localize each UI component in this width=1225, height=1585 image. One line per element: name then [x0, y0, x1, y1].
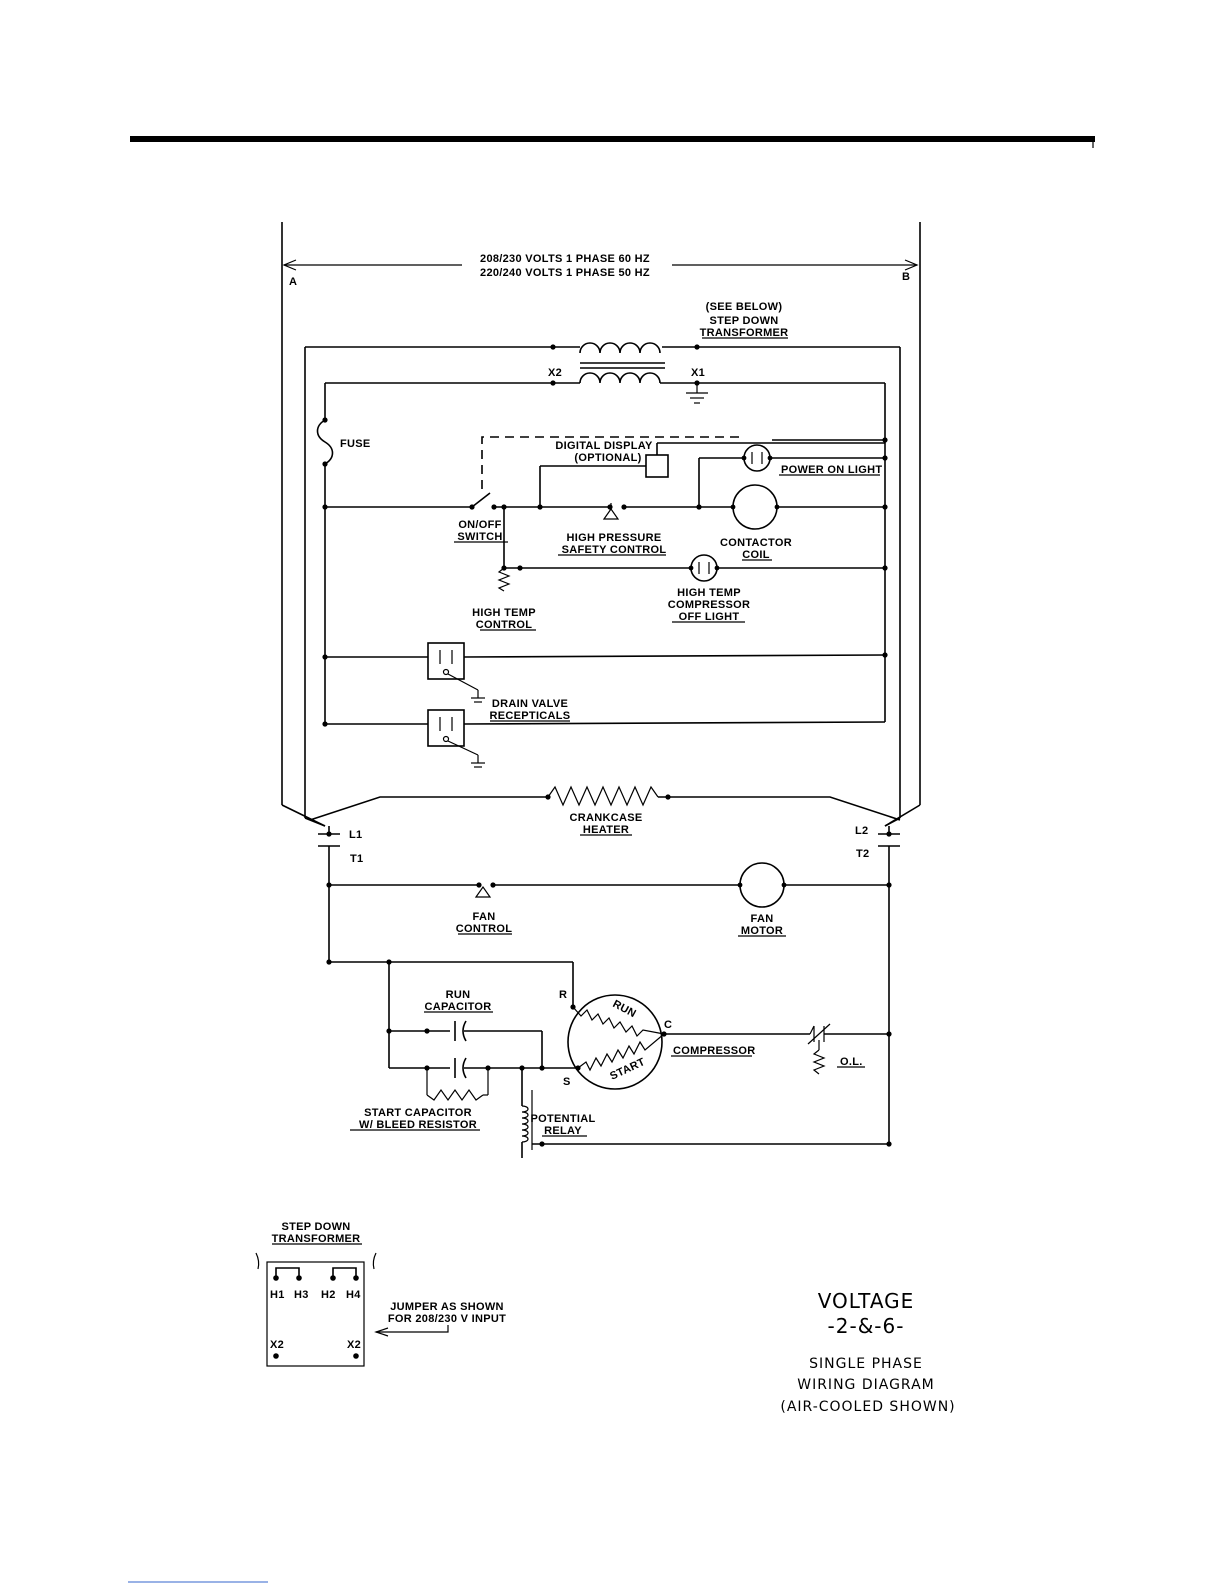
inset-x2-right: X2	[347, 1339, 361, 1351]
compressor-r-label: R	[559, 989, 567, 1001]
run-capacitor-label-2: CAPACITOR	[424, 1001, 491, 1013]
start-capacitor-label-2: W/ BLEED RESISTOR	[359, 1119, 477, 1131]
high-temp-light-label-1: HIGH TEMP	[677, 587, 741, 599]
compressor-s-label: S	[563, 1076, 571, 1088]
contactor-coil-label-1: CONTACTOR	[720, 537, 792, 549]
compressor-c-label: C	[664, 1019, 672, 1031]
header-rule	[130, 136, 1095, 142]
inset-h1: H1	[270, 1289, 285, 1301]
overload-label: O.L.	[840, 1056, 863, 1068]
transformer-inset	[255, 1252, 449, 1367]
high-temp-off-light	[690, 554, 718, 582]
compressor-label: COMPRESSOR	[673, 1045, 755, 1057]
line-b-label: B	[902, 271, 910, 283]
supply-rating-line2: 220/240 VOLTS 1 PHASE 50 HZ	[480, 267, 650, 279]
fan-motor	[739, 862, 785, 908]
control-circuit	[316, 417, 888, 768]
high-temp-control-symbol	[497, 567, 511, 592]
run-capacitor-label-1: RUN	[446, 989, 471, 1001]
inset-title-2: TRANSFORMER	[272, 1233, 361, 1245]
drain-valve-label-1: DRAIN VALVE	[492, 698, 568, 710]
fan-control-symbol	[474, 885, 492, 898]
transformer-see-below: (SEE BELOW)	[706, 301, 783, 313]
caption-line-2: WIRING DIAGRAM	[797, 1377, 935, 1393]
inset-note-1: JUMPER AS SHOWN	[390, 1301, 504, 1313]
l2-label: L2	[855, 825, 868, 837]
digital-display-box	[645, 454, 669, 478]
fan-motor-label-1: FAN	[751, 913, 774, 925]
start-capacitor-label-1: START CAPACITOR	[364, 1107, 472, 1119]
high-temp-control-label-2: CONTROL	[476, 619, 532, 631]
crankcase-heater-label-1: CRANKCASE	[570, 812, 643, 824]
inset-title-1: STEP DOWN	[281, 1221, 350, 1233]
transformer-x1-label: X1	[691, 367, 705, 379]
high-pressure-safety-control-symbol	[602, 507, 620, 520]
high-temp-light-label-2: COMPRESSOR	[668, 599, 750, 611]
high-temp-light-label-3: OFF LIGHT	[679, 611, 740, 623]
inset-h2: H2	[321, 1289, 336, 1301]
hp-safety-label-1: HIGH PRESSURE	[567, 532, 662, 544]
fan-control-label-1: FAN	[473, 911, 496, 923]
contactor-and-heater	[309, 785, 901, 1144]
potential-relay-label-1: POTENTIAL	[530, 1113, 595, 1125]
caption-voltage: VOLTAGE	[818, 1289, 915, 1313]
onoff-switch-blade	[471, 492, 491, 508]
power-on-light-label: POWER ON LIGHT	[781, 464, 882, 476]
onoff-switch-label-2: SWITCH	[457, 531, 502, 543]
hp-safety-label-2: SAFETY CONTROL	[562, 544, 667, 556]
compressor-symbol	[567, 994, 663, 1090]
t1-label: T1	[350, 853, 363, 865]
l1-label: L1	[349, 829, 362, 841]
fan-control-label-2: CONTROL	[456, 923, 512, 935]
crankcase-heater-label-2: HEATER	[583, 824, 629, 836]
fan-circuit	[326, 862, 892, 908]
contactor-coil-label-2: COIL	[742, 549, 769, 561]
supply-rating-line1: 208/230 VOLTS 1 PHASE 60 HZ	[480, 253, 650, 265]
digital-display-label-2: (OPTIONAL)	[574, 452, 641, 464]
caption-voltage-code: -2-&-6-	[828, 1314, 905, 1338]
digital-display-label-1: DIGITAL DISPLAY	[555, 440, 653, 452]
drain-valve-label-2: RECEPTICALS	[490, 710, 571, 722]
transformer-name-2: TRANSFORMER	[700, 327, 789, 339]
start-winding	[577, 1033, 665, 1072]
potential-relay-coil	[521, 1105, 529, 1143]
start-winding-label: START	[608, 1056, 647, 1083]
onoff-switch-label-1: ON/OFF	[458, 519, 501, 531]
power-on-light	[743, 444, 771, 472]
high-temp-control-label-1: HIGH TEMP	[472, 607, 536, 619]
supply-lines	[281, 222, 921, 827]
run-winding	[572, 1006, 665, 1038]
t2-label: T2	[856, 848, 869, 860]
potential-relay-label-2: RELAY	[544, 1125, 582, 1137]
inset-h4: H4	[346, 1289, 361, 1301]
run-winding-label: RUN	[611, 998, 638, 1020]
fuse-symbol	[316, 419, 334, 465]
drain-valve-receptacle-2	[427, 709, 465, 747]
compressor-circuit	[326, 959, 892, 1158]
inset-note-2: FOR 208/230 V INPUT	[388, 1313, 506, 1325]
line-a-label: A	[289, 276, 297, 288]
crankcase-heater-symbol	[547, 785, 659, 807]
drain-valve-receptacle-1	[427, 642, 465, 680]
fuse-label: FUSE	[340, 438, 371, 450]
step-down-transformer	[304, 342, 901, 827]
inset-h3: H3	[294, 1289, 309, 1301]
inset-x2-left: X2	[270, 1339, 284, 1351]
caption-line-3: (AIR-COOLED SHOWN)	[780, 1399, 955, 1415]
contactor-coil	[732, 484, 778, 530]
transformer-name-1: STEP DOWN	[709, 315, 778, 327]
caption-line-1: SINGLE PHASE	[809, 1356, 923, 1372]
fan-motor-label-2: MOTOR	[741, 925, 783, 937]
transformer-x2-label: X2	[548, 367, 562, 379]
